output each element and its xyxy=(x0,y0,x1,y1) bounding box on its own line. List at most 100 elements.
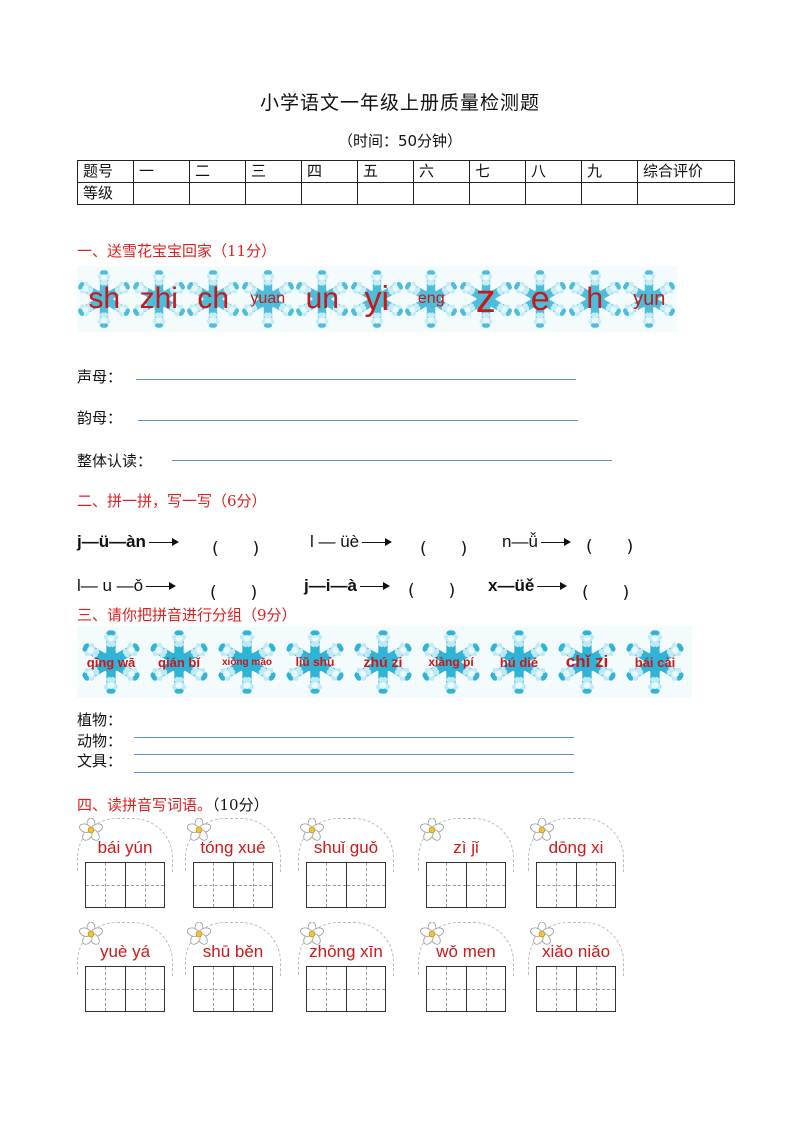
writing-cell[interactable] xyxy=(86,967,126,1011)
writing-cell[interactable] xyxy=(537,863,577,907)
section-2-title: 二、拼一拼，写一写 xyxy=(77,492,213,510)
snowflake-card[interactable]: qián bǐ xyxy=(145,626,213,698)
snowflake-card[interactable]: bái cài xyxy=(621,626,689,698)
stationery-answer-line[interactable] xyxy=(134,772,574,773)
grade-cell[interactable] xyxy=(469,182,526,205)
writing-cell[interactable] xyxy=(233,967,273,1011)
snowflake-card[interactable]: yi xyxy=(350,266,405,332)
word-pinyin: wǒ men xyxy=(436,942,496,961)
yunmu-answer-line[interactable] xyxy=(138,420,578,421)
snowflake-card[interactable]: hú dié xyxy=(485,626,553,698)
zhengti-answer-line[interactable] xyxy=(172,460,612,461)
writing-grid[interactable] xyxy=(426,966,506,1012)
writing-cell[interactable] xyxy=(466,863,506,907)
grade-cell[interactable] xyxy=(301,182,358,205)
grade-cell[interactable] xyxy=(133,182,190,205)
snowflake-card[interactable]: qīng wā xyxy=(77,626,145,698)
word-pinyin: zì jǐ xyxy=(453,838,479,857)
writing-cell[interactable] xyxy=(125,967,165,1011)
writing-cell[interactable] xyxy=(86,863,126,907)
grade-cell[interactable] xyxy=(413,182,470,205)
snowflake-icon xyxy=(558,630,616,694)
grade-cell[interactable] xyxy=(637,182,735,205)
writing-cell[interactable] xyxy=(125,863,165,907)
snowflake-card[interactable]: zhú zi xyxy=(349,626,417,698)
word-card: wǒ men xyxy=(418,922,514,1020)
writing-grid[interactable] xyxy=(193,966,273,1012)
pinyin-spell: j—ü—àn xyxy=(77,532,146,551)
writing-grid[interactable] xyxy=(536,862,616,908)
grade-cell[interactable] xyxy=(525,182,582,205)
writing-cell[interactable] xyxy=(194,863,234,907)
answer-paren[interactable]: ( ) xyxy=(420,539,468,559)
shengmu-answer-line[interactable] xyxy=(136,379,576,380)
writing-grid[interactable] xyxy=(426,862,506,908)
writing-cell[interactable] xyxy=(427,967,467,1011)
word-card: yuè yá xyxy=(77,922,173,1020)
writing-grid[interactable] xyxy=(536,966,616,1012)
word-card: xiǎo niǎo xyxy=(528,922,624,1020)
word-pinyin: yuè yá xyxy=(99,942,151,961)
snowflake-icon xyxy=(241,270,294,328)
writing-cell[interactable] xyxy=(233,863,273,907)
snowflake-card[interactable]: h xyxy=(568,266,623,332)
writing-cell[interactable] xyxy=(307,967,347,1011)
snowflake-card[interactable]: un xyxy=(295,266,350,332)
grade-cell[interactable] xyxy=(581,182,638,205)
writing-cell[interactable] xyxy=(307,863,347,907)
answer-paren[interactable]: ( ) xyxy=(586,537,634,557)
snowflake-card[interactable]: xiàng pí xyxy=(417,626,485,698)
snowflake-card[interactable]: sh xyxy=(77,266,132,332)
writing-grid[interactable] xyxy=(193,862,273,908)
snowflake-card[interactable]: xióng māo xyxy=(213,626,281,698)
word-card: dōng xi xyxy=(528,818,624,916)
writing-cell[interactable] xyxy=(537,967,577,1011)
section-3-points: （9分） xyxy=(242,606,297,624)
snowflake-card[interactable]: yuan xyxy=(241,266,296,332)
snowflake-card[interactable]: ch xyxy=(186,266,241,332)
snowflake-icon xyxy=(286,630,344,694)
snowflake-icon xyxy=(296,270,348,328)
answer-paren[interactable]: ( ) xyxy=(212,539,260,559)
section-4-points: （10分） xyxy=(212,796,269,814)
pinyin-row-1: j—ü—àn xyxy=(77,532,180,552)
writing-cell[interactable] xyxy=(427,863,467,907)
snowflake-card[interactable]: e xyxy=(513,266,568,332)
answer-paren[interactable]: ( ) xyxy=(582,583,630,603)
snowflake-card[interactable]: z xyxy=(459,266,514,332)
snowflake-icon xyxy=(82,630,140,694)
grade-cell[interactable] xyxy=(189,182,246,205)
snowflake-card[interactable]: eng xyxy=(404,266,459,332)
writing-grid[interactable] xyxy=(306,966,386,1012)
writing-cell[interactable] xyxy=(346,863,386,907)
grade-cell[interactable] xyxy=(357,182,414,205)
answer-paren[interactable]: ( ) xyxy=(408,581,456,601)
score-header-cell: 九 xyxy=(581,160,638,183)
word-pinyin: bái yún xyxy=(97,838,153,857)
word-card: bái yún xyxy=(77,818,173,916)
writing-cell[interactable] xyxy=(576,863,616,907)
word-pinyin: tóng xué xyxy=(200,838,266,857)
writing-cell[interactable] xyxy=(194,967,234,1011)
writing-cell[interactable] xyxy=(466,967,506,1011)
snowflake-card[interactable]: chǐ zi xyxy=(553,626,621,698)
writing-grid[interactable] xyxy=(306,862,386,908)
writing-grid[interactable] xyxy=(85,862,165,908)
snowflake-card[interactable]: liǔ shù xyxy=(281,626,349,698)
writing-grid[interactable] xyxy=(85,966,165,1012)
writing-cell[interactable] xyxy=(346,967,386,1011)
flower-icon xyxy=(187,922,211,945)
pinyin-spell: x—üě xyxy=(488,576,535,595)
plants-answer-line[interactable] xyxy=(134,737,574,738)
word-pinyin: zhōng xīn xyxy=(309,942,383,961)
word-pinyin: shuǐ guǒ xyxy=(313,838,379,857)
snowflake-pinyin: eng xyxy=(417,290,445,307)
writing-cell[interactable] xyxy=(576,967,616,1011)
animals-answer-line[interactable] xyxy=(134,754,574,755)
snowflake-icon xyxy=(150,630,208,694)
answer-paren[interactable]: ( ) xyxy=(210,583,258,603)
snowflake-card[interactable]: yun xyxy=(622,266,677,332)
snowflake-pinyin: qīng wā xyxy=(86,654,136,670)
snowflake-card[interactable]: zhi xyxy=(132,266,187,332)
grade-cell[interactable] xyxy=(245,182,302,205)
